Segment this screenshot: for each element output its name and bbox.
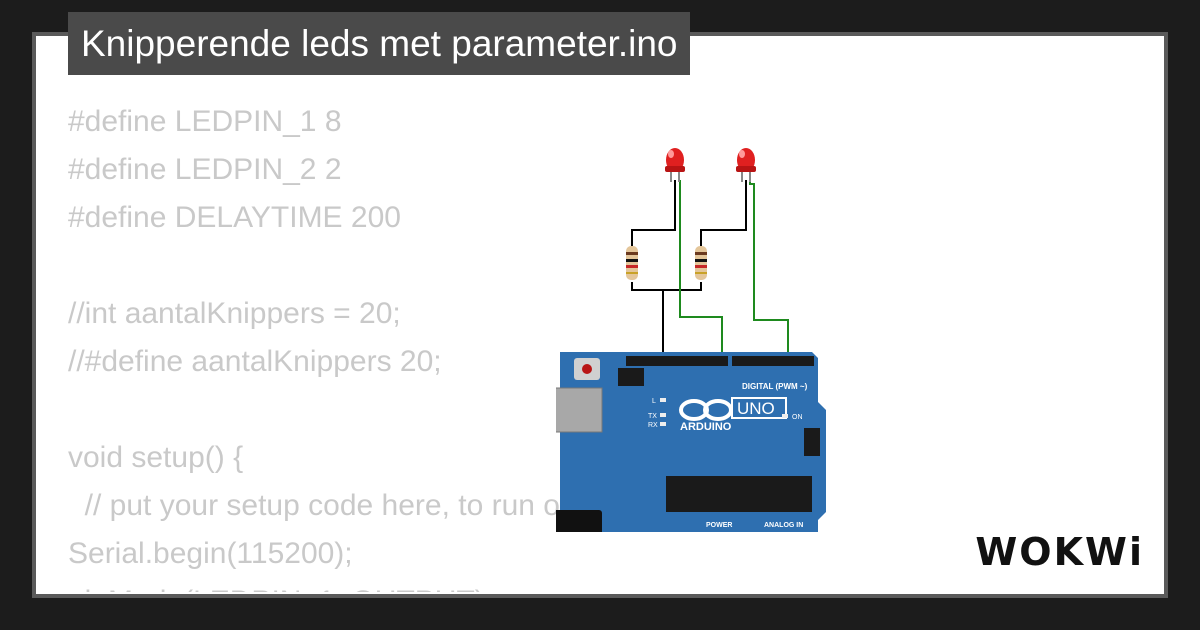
led-label-l: L: [652, 398, 656, 405]
led-1: [665, 148, 685, 182]
code-line: void setup() {: [68, 441, 244, 474]
resistor-1: [626, 246, 638, 280]
analog-label: ANALOG IN: [764, 522, 803, 529]
arduino-uno-board: [556, 352, 826, 532]
code-line: // put your setup code here, to run once…: [68, 489, 588, 522]
led-2: [736, 148, 756, 182]
project-title: Knipperende leds met parameter.ino: [68, 12, 691, 75]
on-label: ON: [792, 414, 803, 421]
code-preview: #define LEDPIN_1 8 #define LEDPIN_2 2 #def…: [68, 98, 588, 592]
code-line: #define DELAYTIME 200: [68, 201, 401, 234]
code-line: [68, 242, 588, 290]
led-label-tx: TX: [648, 413, 657, 420]
code-line: [68, 386, 588, 434]
wire-green-2: [749, 180, 789, 358]
wire-green-1: [679, 180, 723, 358]
board-model-text: UNO: [737, 399, 775, 418]
wire-black-2: [700, 180, 747, 252]
wire-black-1: [631, 180, 676, 252]
code-line: pinMode(LEDPIN_1, OUTPUT);: [68, 578, 588, 592]
resistor-2: [695, 246, 707, 280]
preview-card: #define LEDPIN_1 8 #define LEDPIN_2 2 #def…: [36, 36, 1164, 594]
circuit-diagram: ARDUINO UNO DIGITAL (PWM ~) POWER ANALOG…: [556, 148, 826, 532]
wokwi-logo[interactable]: WOKWi: [975, 530, 1144, 574]
power-label: POWER: [706, 522, 732, 529]
code-line: #define LEDPIN_2 2: [68, 153, 342, 186]
wire-black-gnd: [631, 282, 702, 291]
led-label-rx: RX: [648, 422, 658, 429]
code-line: #define LEDPIN_1 8: [68, 105, 342, 138]
digital-header-label: DIGITAL (PWM ~): [742, 382, 808, 391]
code-line: //int aantalKnippers = 20;: [68, 297, 401, 330]
board-brand-text: ARDUINO: [680, 421, 732, 433]
code-line: //#define aantalKnippers 20;: [68, 345, 442, 378]
code-line: Serial.begin(115200);: [68, 537, 353, 570]
